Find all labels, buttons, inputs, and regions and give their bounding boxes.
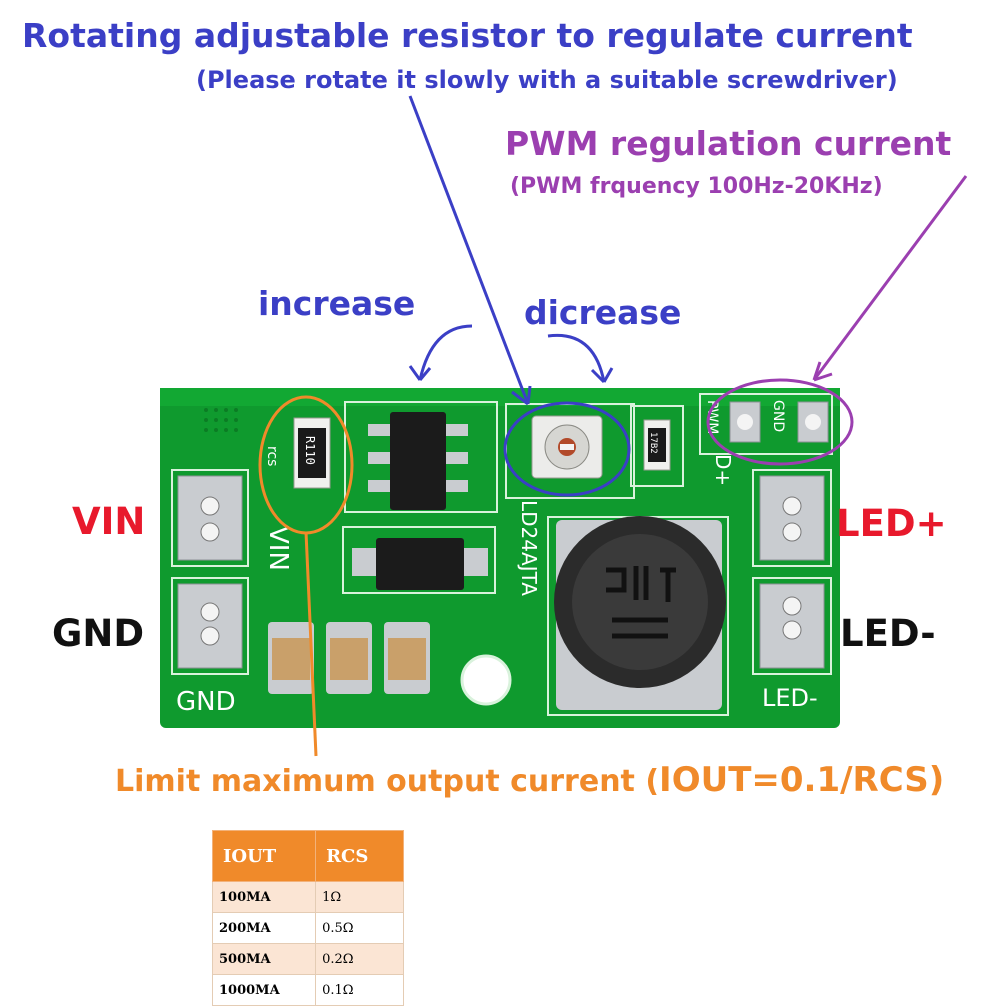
silk-d-plus: D+ xyxy=(711,454,735,486)
rcs-resistor xyxy=(293,417,331,489)
silk-led-minus: LED- xyxy=(762,684,818,712)
table-cell-iout: 1000MA xyxy=(211,974,317,1006)
ic-chip xyxy=(368,412,468,510)
terminal-vin xyxy=(177,475,243,561)
diode-chip xyxy=(352,538,488,590)
led-minus-label: LED- xyxy=(840,612,936,655)
limit-iout: IOUT xyxy=(659,760,752,800)
title-note: (Please rotate it slowly with a suitable… xyxy=(196,66,898,94)
table-header-iout: IOUT xyxy=(211,830,317,882)
pcb-top-edge xyxy=(160,388,840,406)
small-component xyxy=(643,419,671,471)
title-label: Rotating adjustable resistor to regulate… xyxy=(22,16,913,55)
pwm-pads xyxy=(729,401,829,443)
inductor xyxy=(554,516,726,710)
table-row: 1000MA 0.1Ω xyxy=(211,974,404,1006)
via-grid xyxy=(204,408,238,432)
table-cell-rcs: 0.1Ω xyxy=(315,974,404,1006)
decrease-label: dicrease xyxy=(524,293,682,332)
gnd-label: GND xyxy=(52,612,145,655)
table-row: 200MA 0.5Ω xyxy=(211,912,404,944)
table-cell-rcs: 1Ω xyxy=(315,881,404,913)
mounting-hole xyxy=(460,654,512,706)
increase-arrow xyxy=(408,324,473,381)
table-cell-iout: 500MA xyxy=(211,943,317,975)
small-part-code: 17B2 xyxy=(648,432,658,454)
silk-rcs: rcs xyxy=(264,446,280,466)
table-cell-rcs: 0.5Ω xyxy=(315,912,404,944)
silk-model: LD24AJTA xyxy=(517,500,541,596)
pot-highlight-ellipse xyxy=(503,401,631,497)
table-header-rcs: RCS xyxy=(315,830,404,882)
terminal-led-minus xyxy=(759,583,825,669)
trimmer-potentiometer xyxy=(531,415,603,479)
vin-label: VIN xyxy=(72,500,146,543)
table-cell-rcs: 0.2Ω xyxy=(315,943,404,975)
terminal-gnd xyxy=(177,583,243,669)
increase-label: increase xyxy=(258,284,416,323)
pwm-note-label: (PWM frquency 100Hz-20KHz) xyxy=(510,174,883,199)
pwm-title-label: PWM regulation current xyxy=(505,124,952,163)
silk-vin: VIN xyxy=(263,526,293,571)
table-row: 100MA 1Ω xyxy=(211,881,404,913)
table-row: 500MA 0.2Ω xyxy=(211,943,404,975)
capacitors xyxy=(268,622,430,694)
led-plus-label: LED+ xyxy=(836,502,947,545)
terminal-led-plus xyxy=(759,475,825,561)
limit-formula: =0.1/RCS) xyxy=(751,760,945,800)
rcs-pointer-line xyxy=(304,531,318,757)
pwm-highlight-ellipse xyxy=(706,378,854,466)
decrease-arrow xyxy=(547,333,614,384)
silk-pwm-gnd: GND xyxy=(770,400,786,432)
table-cell-iout: 200MA xyxy=(211,912,317,944)
limit-text: Limit maximum output current ( xyxy=(115,764,660,799)
silk-gnd: GND xyxy=(176,687,236,717)
table-header-row: IOUT RCS xyxy=(211,830,404,882)
pwm-pointer-arrow xyxy=(812,175,968,382)
limit-current-label: Limit maximum output current (IOUT=0.1/R… xyxy=(115,760,944,800)
pot-pointer-arrow xyxy=(408,95,532,406)
resistor-code: R110 xyxy=(303,436,317,465)
rcs-table: IOUT RCS 100MA 1Ω 200MA 0.5Ω 500MA 0.2Ω … xyxy=(211,830,404,1006)
table-cell-iout: 100MA xyxy=(211,881,317,913)
